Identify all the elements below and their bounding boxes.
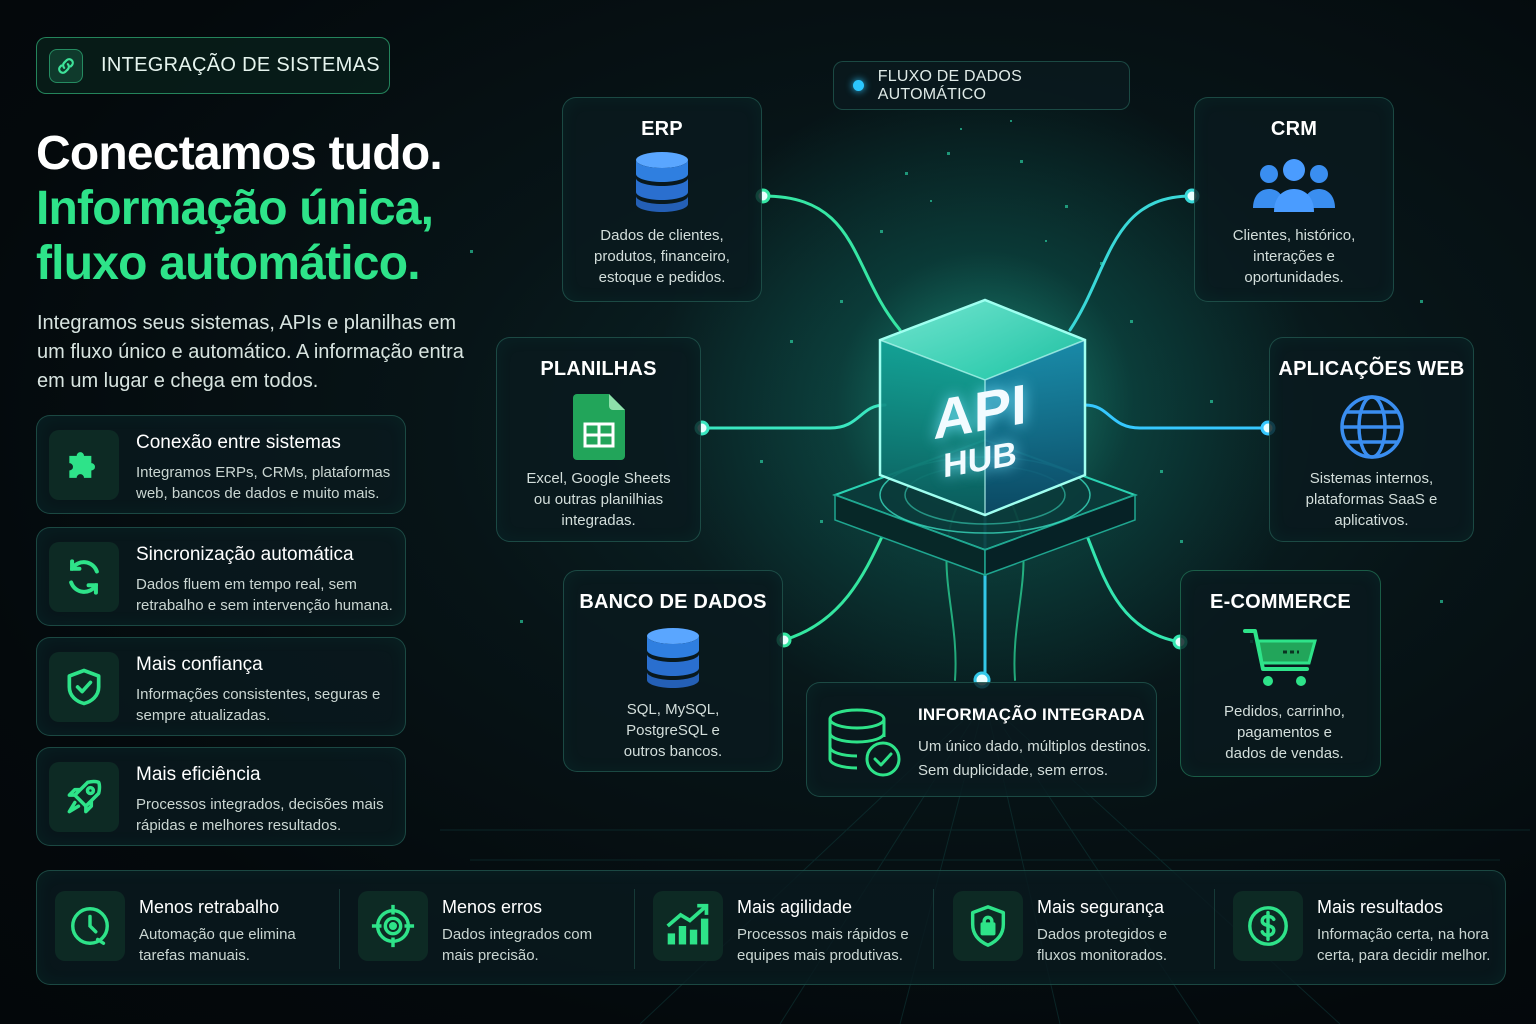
benefit-title: Mais agilidade	[737, 897, 853, 917]
feature-card-trust: Mais confiança Informações consistentes,…	[36, 637, 406, 736]
sync-icon	[49, 542, 119, 612]
node-desc: SQL, MySQL, PostgreSQL e outros bancos.	[623, 701, 723, 760]
node-crm: CRM Clientes, histórico, interações e op…	[1194, 97, 1394, 302]
benefits-bar: Menos retrabalho Automação que elimina t…	[36, 870, 1506, 985]
status-dot-icon	[853, 80, 864, 91]
page-title: Conectamos tudo. Informação única, fluxo…	[36, 126, 443, 291]
benefit-fewer-errors: Menos erros Dados integrados com mais pr…	[340, 871, 635, 986]
divider	[634, 889, 635, 969]
integrated-info-card: INFORMAÇÃO INTEGRADA Um único dado, múlt…	[806, 682, 1157, 797]
feature-desc: Processos integrados, decisões mais rápi…	[136, 796, 384, 834]
node-title: E-COMMERCE	[1210, 591, 1351, 613]
feature-title: Mais eficiência	[136, 764, 261, 785]
database-check-icon	[827, 707, 903, 784]
integrated-desc: Um único dado, múltiplos destinos. Sem d…	[918, 735, 1151, 783]
benefit-desc: Dados integrados com mais precisão.	[442, 926, 593, 964]
spreadsheet-icon	[572, 394, 625, 460]
node-title: APLICAÇÕES WEB	[1278, 358, 1465, 380]
puzzle-icon	[49, 430, 119, 500]
globe-icon	[1339, 394, 1405, 460]
benefit-title: Mais resultados	[1317, 897, 1444, 917]
dollar-icon	[1233, 891, 1303, 961]
benefit-desc: Automação que elimina tarefas manuais.	[139, 926, 296, 964]
node-desc: Excel, Google Sheets ou outras planilhia…	[526, 470, 671, 529]
benefit-title: Menos retrabalho	[139, 897, 280, 917]
node-desc: Dados de clientes, produtos, financeiro,…	[594, 227, 730, 286]
node-web: APLICAÇÕES WEB Sistemas internos, plataf…	[1269, 337, 1474, 542]
divider	[1214, 889, 1215, 969]
flow-label-text: FLUXO DE DADOS AUTOMÁTICO	[877, 67, 1022, 103]
divider	[933, 889, 934, 969]
benefit-desc: Processos mais rápidos e equipes mais pr…	[737, 926, 909, 964]
target-icon	[358, 891, 428, 961]
cart-icon	[1242, 627, 1319, 691]
intro-text: Integramos seus sistemas, APIs e planilh…	[37, 312, 464, 392]
feature-title: Mais confiança	[136, 654, 263, 675]
feature-title: Conexão entre sistemas	[136, 432, 341, 453]
users-icon	[1251, 158, 1337, 214]
link-icon	[49, 48, 83, 83]
node-banco: BANCO DE DADOS SQL, MySQL, PostgreSQL e …	[563, 570, 783, 772]
headline-line-3: fluxo automático.	[36, 237, 421, 290]
node-desc: Clientes, histórico, interações e oportu…	[1232, 227, 1356, 286]
feature-card-connection: Conexão entre sistemas Integramos ERPs, …	[36, 415, 406, 514]
benefit-desc: Informação certa, na hora certa, para de…	[1317, 926, 1491, 964]
node-erp: ERP Dados de clientes, produtos, finance…	[562, 97, 762, 302]
section-tag-label: INTEGRAÇÃO DE SISTEMAS	[101, 54, 380, 76]
benefit-title: Mais segurança	[1037, 897, 1165, 917]
feature-card-efficiency: Mais eficiência Processos integrados, de…	[36, 747, 406, 846]
benefit-title: Menos erros	[442, 897, 543, 917]
benefit-agility: Mais agilidade Processos mais rápidos e …	[635, 871, 935, 986]
feature-desc: Informações consistentes, seguras e semp…	[136, 686, 381, 724]
integrated-desc-line-2: Sem duplicidade, sem erros.	[918, 762, 1109, 779]
database-icon	[645, 626, 701, 690]
integrated-title: INFORMAÇÃO INTEGRADA	[918, 705, 1145, 724]
shield-check-icon	[49, 652, 119, 722]
benefit-results: Mais resultados Informação certa, na hor…	[1215, 871, 1505, 986]
growth-chart-icon	[653, 891, 723, 961]
flow-label: FLUXO DE DADOS AUTOMÁTICO	[833, 61, 1130, 110]
headline-line-1: Conectamos tudo.	[36, 127, 443, 180]
hub-label: API HUB	[905, 372, 1055, 486]
integrated-desc-line-1: Um único dado, múltiplos destinos.	[918, 738, 1151, 755]
node-planilhas: PLANILHAS Excel, Google Sheets ou outras…	[496, 337, 701, 542]
database-icon	[634, 150, 690, 214]
benefit-security: Mais segurança Dados protegidos e fluxos…	[935, 871, 1215, 986]
node-title: PLANILHAS	[540, 358, 657, 380]
node-desc: Pedidos, carrinho, pagamentos e dados de…	[1224, 703, 1345, 762]
section-tag: INTEGRAÇÃO DE SISTEMAS	[36, 37, 390, 94]
clock-icon	[55, 891, 125, 961]
node-title: BANCO DE DADOS	[579, 591, 767, 613]
lock-shield-icon	[953, 891, 1023, 961]
feature-title: Sincronização automática	[136, 544, 354, 565]
divider	[339, 889, 340, 969]
feature-desc: Integramos ERPs, CRMs, plataformas web, …	[136, 464, 391, 502]
benefit-less-rework: Menos retrabalho Automação que elimina t…	[37, 871, 337, 986]
node-ecommerce: E-COMMERCE Pedidos, carrinho, pagamentos…	[1180, 570, 1381, 777]
feature-card-sync: Sincronização automática Dados fluem em …	[36, 527, 406, 626]
headline-line-2: Informação única,	[36, 182, 434, 235]
benefit-desc: Dados protegidos e fluxos monitorados.	[1037, 926, 1168, 964]
rocket-icon	[49, 762, 119, 832]
node-title: ERP	[641, 118, 683, 140]
node-desc: Sistemas internos, plataformas SaaS e ap…	[1305, 470, 1438, 529]
node-title: CRM	[1270, 118, 1318, 140]
feature-desc: Dados fluem em tempo real, sem retrabalh…	[136, 576, 393, 614]
